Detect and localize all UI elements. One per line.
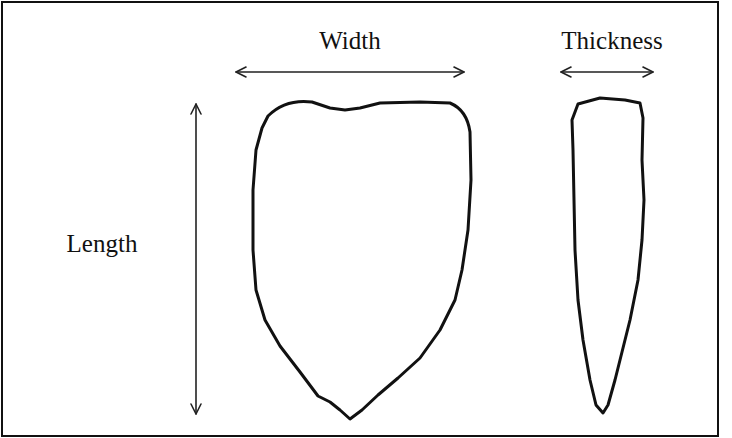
arrow-head <box>454 67 464 77</box>
width-arrow <box>236 71 464 73</box>
arrow-head <box>191 404 201 414</box>
arrow-head <box>561 67 571 77</box>
dimension-label: Thickness <box>561 28 662 53</box>
artifact-face-outline <box>253 102 471 419</box>
frame-border <box>2 2 718 436</box>
thickness-arrow <box>561 71 653 73</box>
length-arrow <box>195 104 197 414</box>
artifact-profile-outline <box>572 98 644 413</box>
arrow-head <box>643 67 653 77</box>
arrow-head <box>236 67 246 77</box>
dimension-label: Width <box>319 28 381 53</box>
dimension-label: Length <box>67 231 138 256</box>
arrow-head <box>191 104 201 114</box>
